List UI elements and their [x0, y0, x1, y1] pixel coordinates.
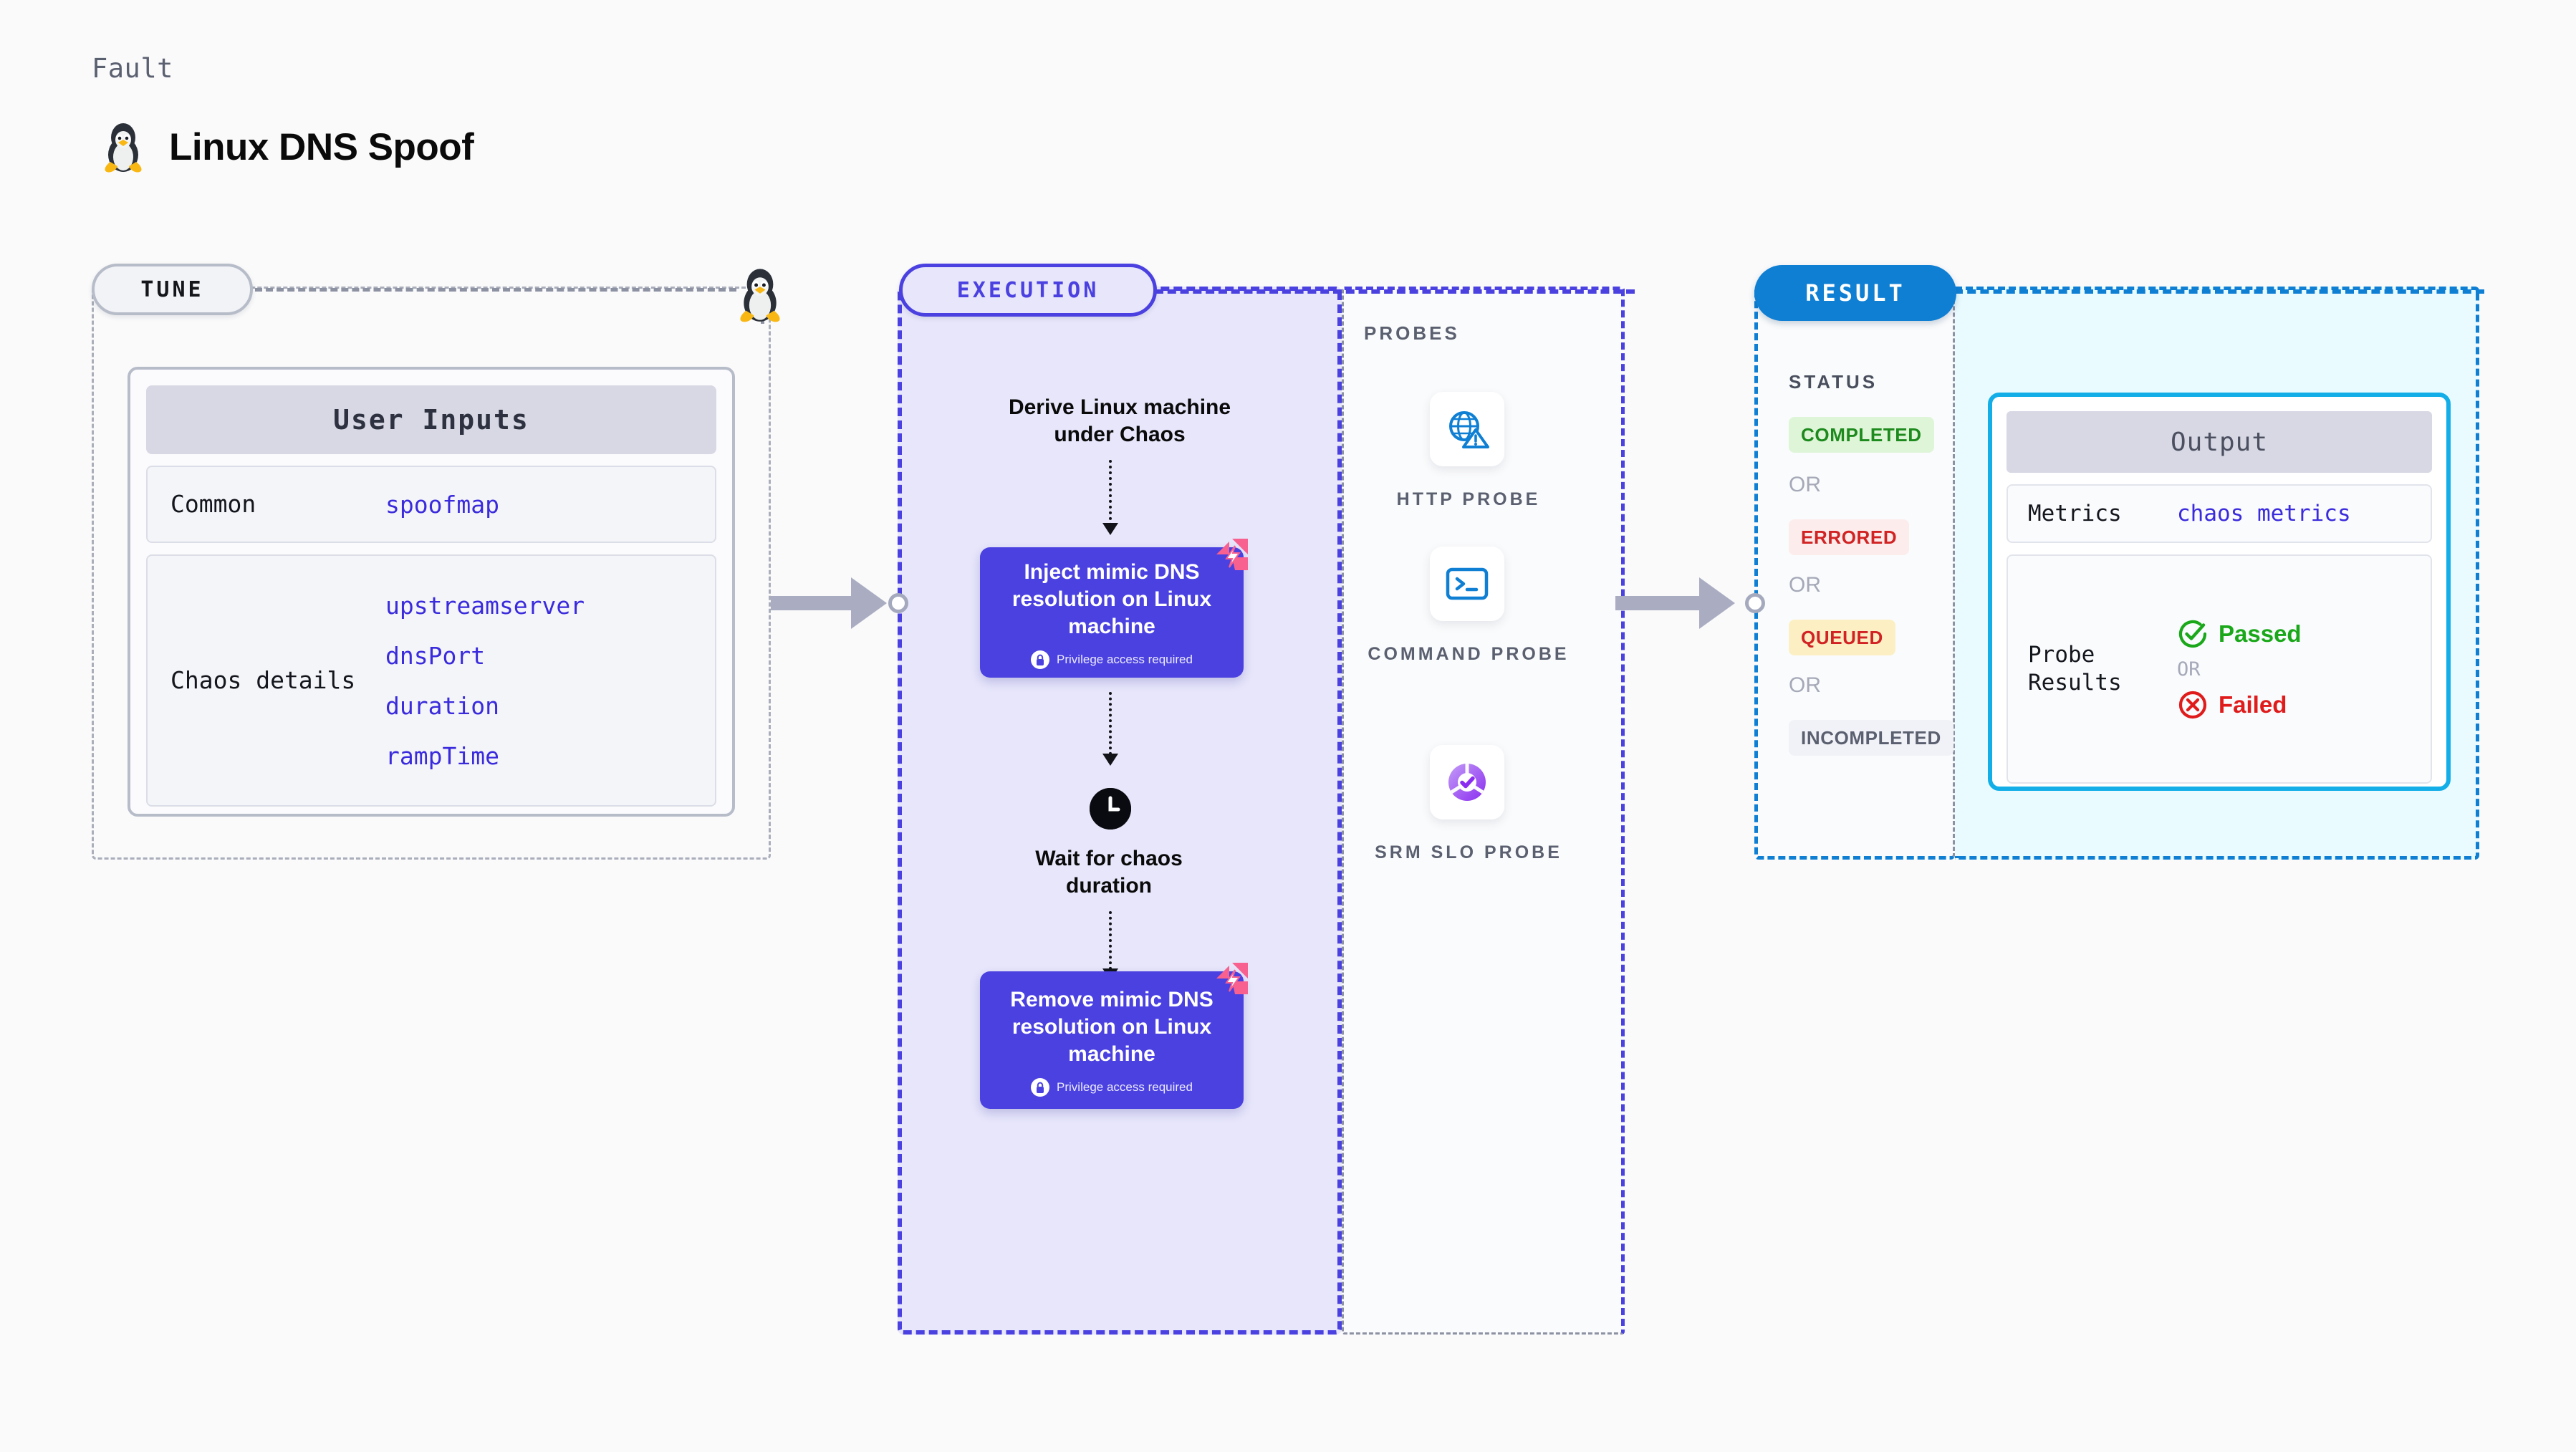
probe-card-srm-slo[interactable] — [1430, 745, 1504, 819]
privilege-text: Privilege access required — [1057, 653, 1193, 667]
flow-arrowhead-2 — [1102, 754, 1118, 766]
execution-dashed-connector — [1155, 289, 1635, 294]
output-row-metrics: Metrics chaos metrics — [2007, 484, 2432, 543]
tune-dashed-connector — [255, 288, 736, 292]
connector-endpoint-execution — [888, 593, 908, 613]
flow-dotted-line-2 — [1109, 692, 1112, 755]
connector-tune-to-execution — [771, 577, 900, 629]
output-card: Output Metrics chaos metrics Probe Resul… — [1988, 393, 2451, 791]
connector-probes-to-result — [1615, 577, 1759, 629]
user-input-row-common: Common spoofmap — [146, 466, 716, 543]
exec-step-label-derive: Derive Linux machine under Chaos — [1008, 395, 1231, 447]
status-or-3: OR — [1789, 673, 1821, 697]
connector-endpoint-result — [1745, 593, 1765, 613]
user-inputs-header: User Inputs — [146, 385, 716, 454]
user-inputs-card: User Inputs Common spoofmap Chaos detail… — [128, 367, 735, 817]
probe-result-list: Passed OR Failed — [2177, 618, 2302, 721]
flow-dotted-line-1 — [1109, 460, 1112, 526]
status-badge-incompleted: INCOMPLETED — [1789, 720, 1953, 756]
row-values: upstreamserver dnsPort duration rampTime — [385, 592, 585, 770]
probe-card-command[interactable] — [1430, 547, 1504, 621]
stage-pill-result[interactable]: RESULT — [1754, 265, 1956, 321]
probe-label-http: HTTP PROBE — [1396, 489, 1541, 509]
probe-label-srm-slo: SRM SLO PROBE — [1375, 842, 1562, 862]
input-value-duration: duration — [385, 691, 499, 720]
flow-arrowhead-1 — [1102, 523, 1118, 535]
input-value-spoofmap: spoofmap — [385, 490, 499, 519]
status-or-1: OR — [1789, 473, 1821, 496]
exec-block-text: Remove mimic DNS resolution on Linux mac… — [1010, 987, 1213, 1067]
lock-icon — [1031, 1078, 1050, 1097]
x-circle-icon — [2178, 691, 2207, 718]
status-title: STATUS — [1789, 371, 1878, 393]
result-dashed-connector — [1954, 289, 2484, 294]
status-badge-errored: ERRORED — [1789, 519, 1910, 555]
user-input-row-chaos-details: Chaos details upstreamserver dnsPort dur… — [146, 554, 716, 807]
exec-block-remove[interactable]: Remove mimic DNS resolution on Linux mac… — [980, 971, 1244, 1109]
stage-pill-execution[interactable]: EXECUTION — [899, 264, 1157, 317]
terminal-icon — [1446, 567, 1489, 600]
stage-pill-tune[interactable]: TUNE — [92, 264, 253, 315]
probe-result-failed: Failed — [2177, 689, 2302, 721]
fault-badge-icon — [1216, 963, 1248, 994]
lock-icon — [1031, 650, 1050, 670]
page-kicker: Fault — [92, 53, 173, 84]
status-badge-completed: COMPLETED — [1789, 417, 1934, 453]
check-circle-icon — [2178, 620, 2207, 648]
probe-result-passed: Passed — [2177, 618, 2302, 650]
privilege-text: Privilege access required — [1057, 1080, 1193, 1095]
output-row-probe-results: Probe Results Passed OR Failed — [2007, 554, 2432, 784]
privilege-note: Privilege access required — [1031, 1078, 1193, 1097]
exec-block-inject[interactable]: Inject mimic DNS resolution on Linux mac… — [980, 547, 1244, 678]
tux-penguin-icon-tune — [740, 269, 780, 322]
probe-result-or: OR — [2177, 658, 2201, 681]
input-value-upstreamserver: upstreamserver — [385, 591, 585, 620]
input-value-ramptime: rampTime — [385, 741, 499, 770]
output-header: Output — [2007, 411, 2432, 473]
probe-result-failed-label: Failed — [2219, 691, 2287, 718]
page-title-row: Linux DNS Spoof — [100, 120, 474, 173]
fault-badge-icon — [1216, 539, 1248, 570]
page-title: Linux DNS Spoof — [169, 125, 474, 168]
row-key: Metrics — [2028, 500, 2122, 527]
row-key: Common — [170, 490, 256, 519]
row-key: Chaos details — [170, 666, 356, 695]
exec-step-label-wait: Wait for chaos duration — [1035, 847, 1183, 898]
slo-donut-check-icon — [1448, 764, 1486, 801]
globe-warning-icon — [1449, 411, 1489, 448]
clock-icon — [1090, 788, 1131, 830]
row-key: Probe Results — [2028, 642, 2122, 696]
exec-block-text: Inject mimic DNS resolution on Linux mac… — [1011, 559, 1212, 639]
probe-label-command: COMMAND PROBE — [1368, 644, 1570, 664]
status-or-2: OR — [1789, 573, 1821, 597]
flow-dotted-line-3 — [1109, 911, 1112, 970]
probe-card-http[interactable] — [1430, 392, 1504, 466]
tux-penguin-icon — [105, 123, 142, 173]
privilege-note: Privilege access required — [1031, 650, 1193, 670]
output-value-chaos-metrics: chaos metrics — [2177, 501, 2351, 527]
status-badge-queued: QUEUED — [1789, 620, 1895, 655]
input-value-dnsport: dnsPort — [385, 641, 486, 670]
probe-result-passed-label: Passed — [2219, 620, 2302, 647]
row-values: spoofmap — [385, 491, 499, 519]
probes-title: PROBES — [1364, 322, 1460, 344]
